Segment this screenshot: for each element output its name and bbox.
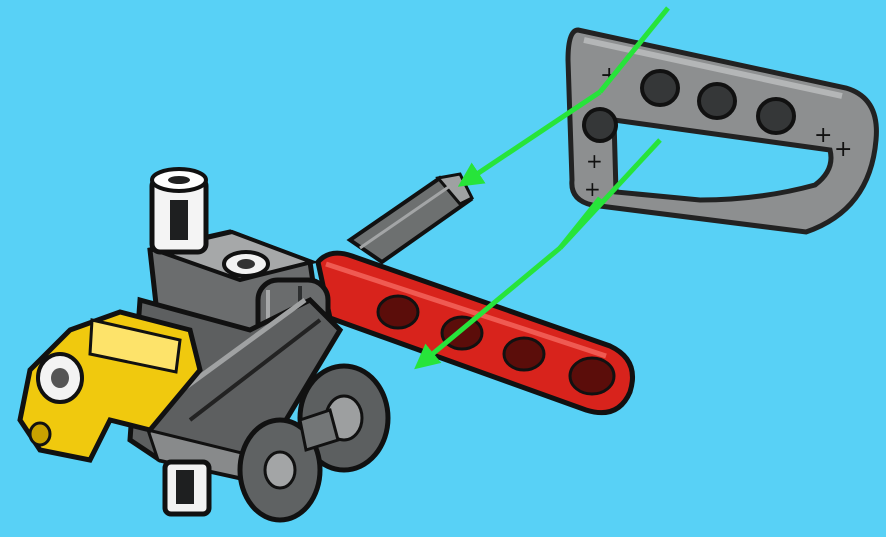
svg-text:+: +	[586, 149, 603, 173]
svg-text:+: +	[814, 123, 832, 148]
white-pin-bottom-icon	[165, 462, 209, 514]
svg-text:+: +	[834, 137, 852, 162]
white-pin-icon	[152, 169, 206, 252]
